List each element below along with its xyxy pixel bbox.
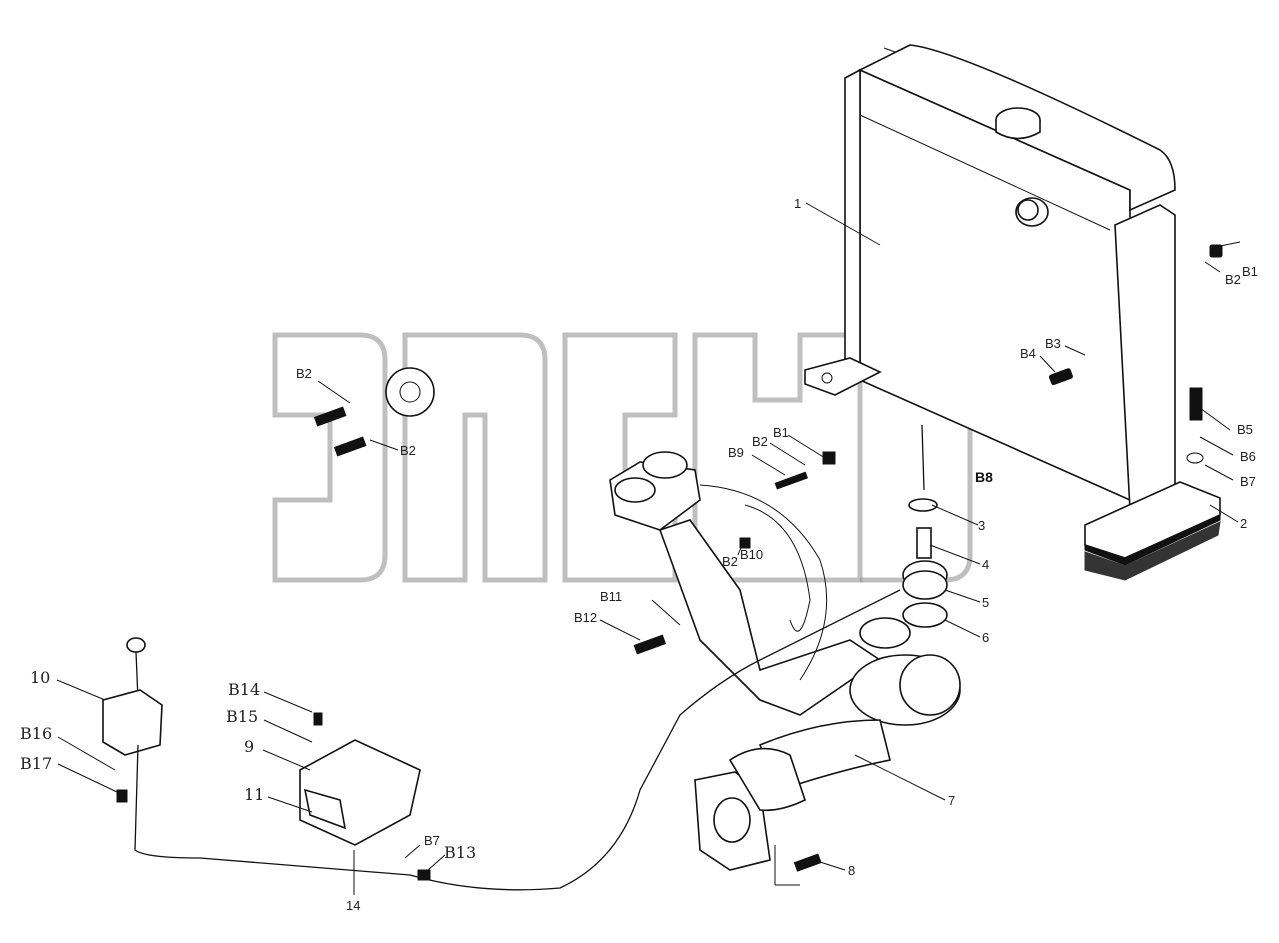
callout-b7: B7 — [1240, 474, 1256, 489]
callout-b3: B3 — [1045, 336, 1061, 351]
callout-b2-bracket: B2 — [722, 554, 738, 569]
control-cable — [134, 589, 901, 891]
callout-b2-flange-bottom: B2 — [400, 443, 416, 458]
callout-1: 1 — [794, 196, 801, 211]
callout-5: 5 — [982, 595, 989, 610]
fasteners — [116, 244, 1223, 881]
callout-b5: B5 — [1237, 422, 1253, 437]
callout-b6: B6 — [1240, 449, 1256, 464]
callout-6: 6 — [982, 630, 989, 645]
pump-stack — [902, 424, 948, 628]
callout-b7-relay: B7 — [424, 833, 440, 848]
callout-b8: B8 — [975, 469, 993, 485]
callout-14: 14 — [346, 898, 360, 913]
callout-b1-center: B1 — [773, 425, 789, 440]
support-bracket — [609, 451, 961, 871]
callout-b2-tank: B2 — [1225, 272, 1241, 287]
callout-b4: B4 — [1020, 346, 1036, 361]
callout-b9: B9 — [728, 445, 744, 460]
callout-3: 3 — [978, 518, 985, 533]
callout-b1: B1 — [1242, 264, 1258, 279]
callout-10: 10 — [30, 668, 50, 687]
radiator-tank — [804, 44, 1221, 581]
callout-11: 11 — [244, 785, 264, 804]
callout-b14: B14 — [228, 680, 260, 699]
callout-b2-flange-top: B2 — [296, 366, 312, 381]
callout-8: 8 — [848, 863, 855, 878]
callout-2: 2 — [1240, 516, 1247, 531]
callout-b11: B11 — [600, 589, 622, 604]
callout-7: 7 — [948, 793, 955, 808]
callout-b17: B17 — [20, 754, 52, 773]
callout-b10: B10 — [740, 547, 763, 562]
callout-b13: B13 — [444, 843, 476, 862]
callout-b15: B15 — [226, 707, 258, 726]
callout-b12: B12 — [574, 610, 597, 625]
callouts: 1 2 3 4 5 6 7 8 9 10 11 14 B1 B1 B2 B2 B… — [20, 196, 1258, 913]
leader-lines — [56, 202, 1241, 895]
callout-b2-center: B2 — [752, 434, 768, 449]
callout-b16: B16 — [20, 724, 52, 743]
callout-4: 4 — [982, 557, 989, 572]
callout-9: 9 — [244, 737, 254, 756]
control-lever — [102, 637, 163, 756]
relay-box — [299, 739, 421, 846]
